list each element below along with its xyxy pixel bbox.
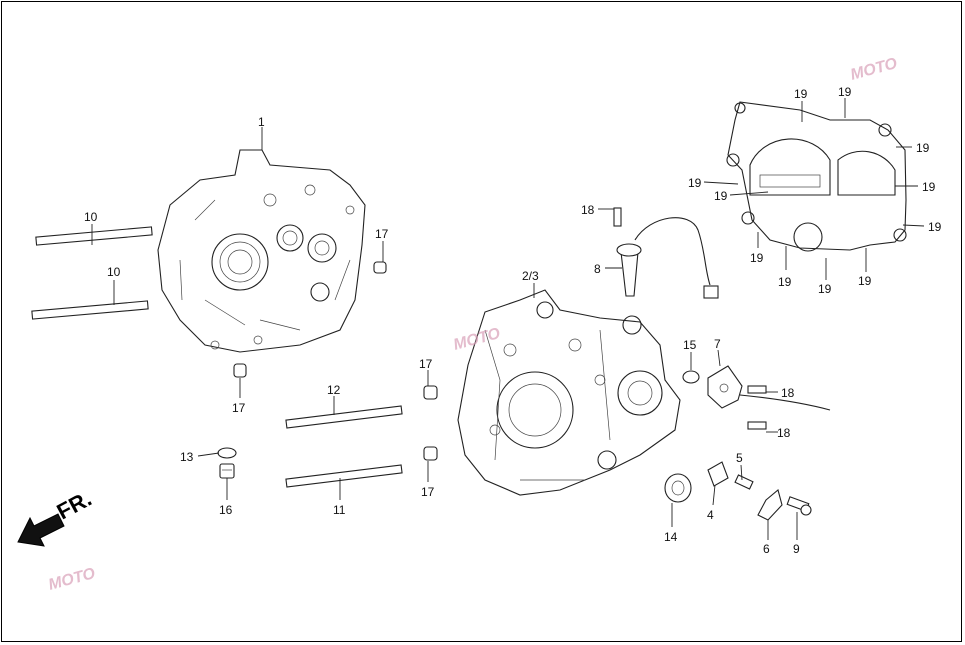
oil-seal-14[interactable]: [664, 473, 692, 503]
label-12: 12: [327, 383, 341, 397]
cover-gasket[interactable]: [726, 101, 907, 252]
bolt-18-mid[interactable]: [747, 385, 767, 394]
label-2-3: 2/3: [522, 269, 539, 283]
label-18-mid: 18: [781, 386, 795, 400]
label-15: 15: [683, 338, 697, 352]
label-11: 11: [333, 503, 346, 517]
dowel-pin-17-b[interactable]: [233, 363, 247, 378]
label-19-b: 19: [838, 85, 852, 99]
dowel-pin-17-c[interactable]: [423, 385, 438, 400]
bolt-18-low[interactable]: [747, 421, 767, 430]
label-19-h: 19: [750, 251, 764, 265]
front-direction-indicator: FR.: [17, 486, 96, 547]
stud-bolt-12[interactable]: [285, 405, 403, 429]
label-7: 7: [714, 337, 721, 351]
label-5: 5: [736, 451, 743, 465]
label-8: 8: [594, 262, 601, 276]
watermark-bottom: MOTO: [47, 565, 98, 594]
label-19-g: 19: [928, 220, 942, 234]
bolt-18-top[interactable]: [613, 207, 622, 227]
label-6: 6: [763, 542, 770, 556]
stud-bolt-10-lower[interactable]: [31, 300, 149, 320]
label-1: 1: [258, 115, 265, 129]
label-19-c: 19: [916, 141, 930, 155]
part-labels: 1 2/3 4 5 6 7 8 9 10 10 11 12 13 14 15 1…: [84, 85, 942, 556]
label-14: 14: [664, 530, 678, 544]
dowel-pin-17-a[interactable]: [373, 261, 387, 274]
label-13: 13: [180, 450, 194, 464]
clamp-6[interactable]: [757, 489, 783, 521]
label-19-f: 19: [922, 180, 936, 194]
label-18-low: 18: [777, 426, 791, 440]
label-17-c: 17: [419, 357, 433, 371]
label-9: 9: [793, 542, 800, 556]
right-crankcase[interactable]: [457, 289, 681, 496]
label-19-e: 19: [714, 189, 728, 203]
label-19-i: 19: [778, 275, 792, 289]
stud-bolt-10-upper[interactable]: [35, 226, 153, 246]
label-17-a: 17: [375, 227, 389, 241]
dowel-pin-17-d[interactable]: [423, 446, 438, 461]
label-19-k: 19: [858, 274, 872, 288]
o-ring-15[interactable]: [682, 370, 700, 384]
front-arrow-icon: [17, 513, 65, 547]
left-crankcase[interactable]: [157, 149, 366, 353]
washer-13[interactable]: [217, 447, 237, 459]
bolt-5[interactable]: [734, 474, 754, 490]
label-19-j: 19: [818, 282, 832, 296]
label-19-a: 19: [794, 87, 808, 101]
label-19-d: 19: [688, 176, 702, 190]
drain-bolt-16[interactable]: [219, 463, 235, 479]
watermark-top: MOTO: [849, 55, 900, 84]
label-4: 4: [707, 508, 714, 522]
label-16: 16: [219, 503, 233, 517]
label-17-b: 17: [232, 401, 246, 415]
bolt-9[interactable]: [786, 496, 812, 516]
plate-7[interactable]: [707, 365, 831, 411]
clip-4[interactable]: [707, 461, 729, 487]
label-17-d: 17: [421, 485, 435, 499]
sensor-8[interactable]: [616, 217, 719, 299]
label-10-upper: 10: [84, 210, 98, 224]
label-18-top: 18: [581, 203, 595, 217]
stud-bolt-11[interactable]: [285, 464, 403, 488]
leader-lines: [91, 98, 925, 540]
label-10-lower: 10: [107, 265, 121, 279]
